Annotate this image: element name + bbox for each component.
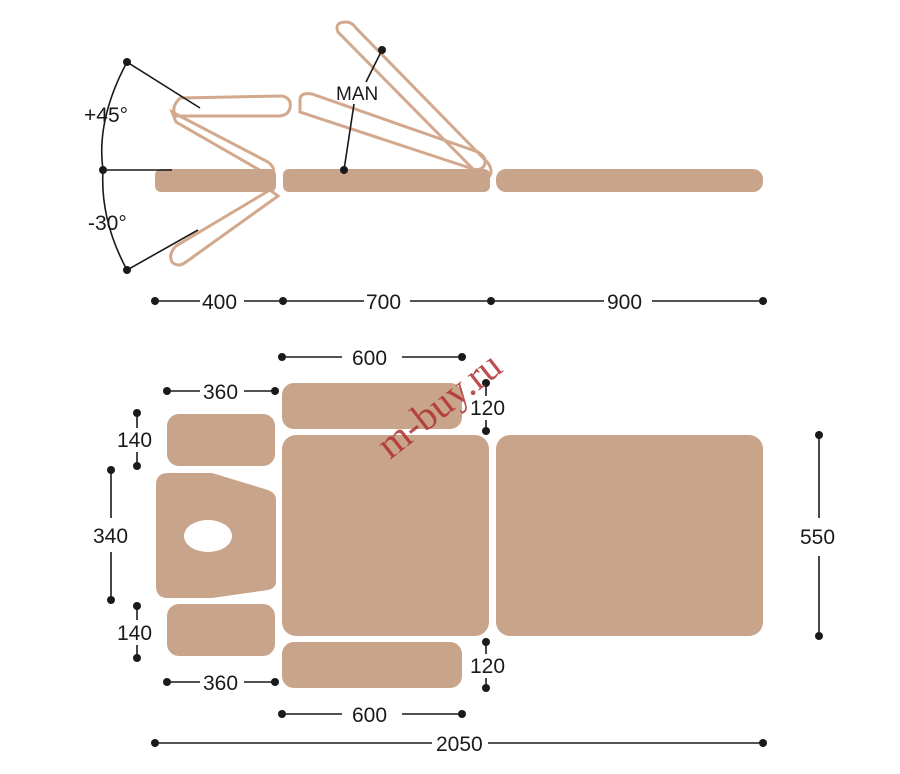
dim-width-label: 550 <box>800 526 835 549</box>
dim-head-center-label: 340 <box>93 525 128 548</box>
man-callout <box>343 49 383 171</box>
head-side-bottom <box>167 604 275 656</box>
dim-side-bottom-label: 140 <box>117 622 152 645</box>
leg-panel <box>496 435 763 636</box>
dim-legs-label: 900 <box>607 291 642 314</box>
dim-armrest-bottom-label: 600 <box>352 704 387 727</box>
leg-section-flat <box>496 169 763 192</box>
dim-head-label: 400 <box>202 291 237 314</box>
angle-down-label: -30° <box>88 212 127 235</box>
top-sections <box>156 383 763 688</box>
dim-head-top-label: 360 <box>203 381 238 404</box>
dim-total-label: 2050 <box>436 733 483 756</box>
armrest-top <box>282 383 462 429</box>
back-section-raised-outline <box>298 20 493 181</box>
man-callout-dot-top <box>378 46 386 54</box>
flat-sections <box>155 169 763 192</box>
back-section-flat <box>283 169 490 192</box>
man-label: MAN <box>336 84 378 105</box>
dim-head-bottom-label: 360 <box>203 672 238 695</box>
dim-armrest-top-label: 600 <box>352 347 387 370</box>
top-view: 600 600 360 360 140 340 140 120 120 550 … <box>93 347 835 756</box>
face-hole <box>184 520 232 552</box>
man-callout-dot-bottom <box>340 166 348 174</box>
top-dimension-dots <box>107 353 823 747</box>
back-panel <box>282 435 489 636</box>
dim-side-top-label: 140 <box>117 429 152 452</box>
head-section-flat <box>155 169 276 192</box>
head-side-top <box>167 414 275 466</box>
dim-arm-width-bottom-label: 120 <box>470 655 505 678</box>
dim-back-label: 700 <box>366 291 401 314</box>
side-view: +45° -30° MAN 400 700 900 <box>84 20 767 314</box>
angle-up-label: +45° <box>84 104 128 127</box>
side-dimension-dots <box>151 297 767 305</box>
dim-arm-width-top-label: 120 <box>470 397 505 420</box>
angle-dots <box>99 58 131 274</box>
armrest-bottom <box>282 642 462 688</box>
